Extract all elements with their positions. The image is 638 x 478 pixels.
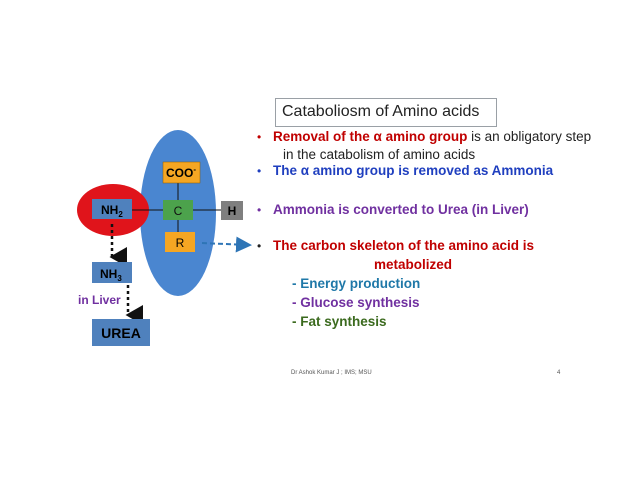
footer-page-number: 4 <box>557 370 561 376</box>
in-liver-label: in Liver <box>78 293 121 307</box>
bullet-urea: • Ammonia is converted to Urea (in Liver) <box>257 202 529 217</box>
removal-highlight: Removal of the α amino group <box>273 129 468 144</box>
alpha-carbon-box: C <box>163 200 193 220</box>
svg-text:C: C <box>174 204 183 218</box>
slide-title: Cataboliosm of Amino acids <box>275 98 497 127</box>
svg-text:NH2: NH2 <box>101 203 123 219</box>
bullet-dot: • <box>257 239 262 253</box>
svg-text:NH3: NH3 <box>100 267 122 283</box>
bullet-removal-line2: in the catabolism of amino acids <box>283 147 476 162</box>
footer-author: Dr Ashok Kumar J ; IMS; MSU <box>291 370 372 376</box>
carboxyl-group-box: COO- <box>162 161 201 184</box>
bullet-removal: • Removal of the α amino group is an obli… <box>257 129 591 144</box>
nh2-box: NH2 <box>92 199 132 219</box>
svg-text:R: R <box>176 236 185 250</box>
r-group-box: R <box>165 232 195 252</box>
bullet-carbon-skeleton: • The carbon skeleton of the amino acid i… <box>257 238 534 253</box>
bullet-dot: • <box>257 164 262 178</box>
carbon-skeleton-line2: metabolized <box>374 257 453 272</box>
bullet-dot: • <box>257 203 262 217</box>
hydrogen-box: H <box>221 201 243 220</box>
sub-glucose-synthesis: - Glucose synthesis <box>292 295 420 310</box>
carbon-skeleton-text: The carbon skeleton of the amino acid is <box>273 238 535 253</box>
ammonia-text: The α amino group is removed as Ammonia <box>273 163 554 178</box>
bullet-ammonia: • The α amino group is removed as Ammonia <box>257 163 553 178</box>
sub-fat-synthesis: - Fat synthesis <box>292 314 387 329</box>
svg-text:COO-: COO- <box>166 165 196 180</box>
sub-energy-production: - Energy production <box>292 276 421 291</box>
removal-rest: is an obligatory step <box>467 129 592 144</box>
svg-text:H: H <box>228 204 237 218</box>
bullet-dot: • <box>257 130 262 144</box>
urea-text: Ammonia is converted to Urea (in Liver) <box>273 202 529 217</box>
nh3-box: NH3 <box>92 262 132 283</box>
urea-box: UREA <box>92 319 150 346</box>
svg-text:UREA: UREA <box>101 325 141 341</box>
